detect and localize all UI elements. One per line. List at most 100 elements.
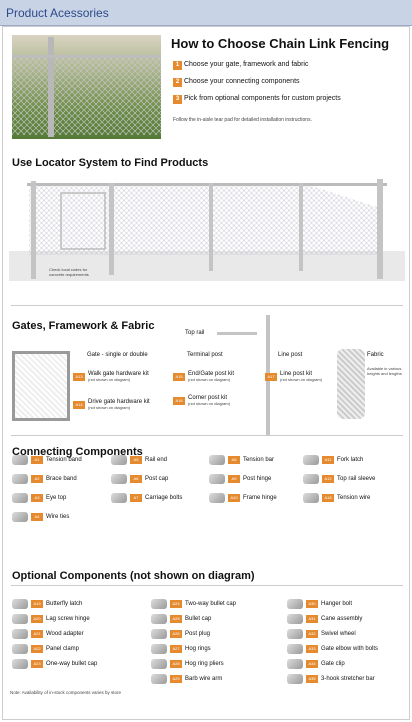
line-post-label: Line post — [278, 352, 303, 358]
component-tag: A11 — [322, 456, 334, 464]
component-icon — [151, 644, 167, 654]
component-icon — [12, 644, 28, 654]
component-label: Cane assembly — [321, 616, 363, 622]
component-tag: A27 — [170, 645, 182, 653]
component-tag: A30 — [306, 600, 318, 608]
component-tag: A8 — [228, 456, 240, 464]
component-tag: A35 — [306, 675, 318, 683]
component-tag: A10 — [228, 494, 240, 502]
component-tag: A12 — [322, 475, 334, 483]
component-label: Rail end — [145, 457, 168, 463]
component-tag: A24 — [170, 600, 182, 608]
component-tag: A5 — [130, 456, 142, 464]
component-icon — [12, 659, 28, 669]
component-label: Brace band — [46, 476, 77, 482]
availability-note: Note: Availability of in-stock component… — [10, 690, 121, 695]
kit-a16[interactable]: A16 Corner post kit(not shown on diagram… — [173, 395, 230, 406]
component-tag: A1 — [31, 456, 43, 464]
component-icon — [287, 659, 303, 669]
component-icon — [151, 659, 167, 669]
divider — [11, 305, 403, 306]
component-label: Tension band — [46, 457, 82, 463]
component-label: Hanger bolt — [321, 601, 353, 607]
component-label: Swivel wheel — [321, 631, 356, 637]
component-tag: A28 — [170, 660, 182, 668]
component-label: 3-hook stretcher bar — [321, 676, 375, 682]
locator-title: Use Locator System to Find Products — [12, 157, 209, 169]
kit-a15[interactable]: A15 End/Gate post kit(not shown on diagr… — [173, 371, 234, 382]
component-icon — [151, 599, 167, 609]
component-icon — [303, 455, 319, 465]
component-label: Post plug — [185, 631, 211, 637]
step-3: 3 Pick from optional components for cust… — [173, 95, 341, 104]
component-label: Gate clip — [321, 661, 345, 667]
component-icon — [151, 629, 167, 639]
component-icon — [287, 614, 303, 624]
component-icon — [12, 474, 28, 484]
component-tag: A23 — [31, 660, 43, 668]
accessories-sheet: How to Choose Chain Link Fencing 1 Choos… — [2, 26, 410, 720]
component-icon — [12, 614, 28, 624]
page-header: Product Acessories — [0, 0, 412, 26]
component-icon — [12, 512, 28, 522]
component-tag: A33 — [306, 645, 318, 653]
kit-a13[interactable]: A13 Walk gate hardware kit(not shown on … — [73, 371, 149, 382]
component-label: Tension bar — [243, 457, 275, 463]
component-icon — [287, 674, 303, 684]
component-icon — [111, 493, 127, 503]
component-label: One-way bullet cap — [46, 661, 98, 667]
component-tag: A3 — [31, 494, 43, 502]
gate-image — [12, 351, 70, 421]
component-tag: A18 — [322, 494, 334, 502]
component-tag: A6 — [130, 475, 142, 483]
top-rail-label: Top rail — [185, 330, 205, 336]
component-icon — [12, 629, 28, 639]
component-label: Top rail sleeve — [337, 476, 376, 482]
kit-a14[interactable]: A14 Drive gate hardware kit(not shown on… — [73, 399, 150, 410]
connecting-title: Connecting Components — [12, 446, 143, 458]
component-tag: A21 — [31, 630, 43, 638]
component-tag: A22 — [31, 645, 43, 653]
kit-a17[interactable]: A17 Line post kit(not shown on diagram) — [265, 371, 322, 382]
component-label: Post cap — [145, 476, 169, 482]
component-icon — [209, 474, 225, 484]
component-tag: A20 — [31, 615, 43, 623]
fabric-label: Fabric — [367, 352, 384, 358]
component-label: Lag screw hinge — [46, 616, 90, 622]
component-tag: A26 — [170, 630, 182, 638]
fabric-note: Available in various heights and lengths — [367, 366, 402, 376]
fabric-roll-image — [337, 349, 365, 419]
check-codes-note: Check local codes for concrete requireme… — [49, 267, 89, 277]
gate-label: Gate - single or double — [87, 352, 148, 358]
